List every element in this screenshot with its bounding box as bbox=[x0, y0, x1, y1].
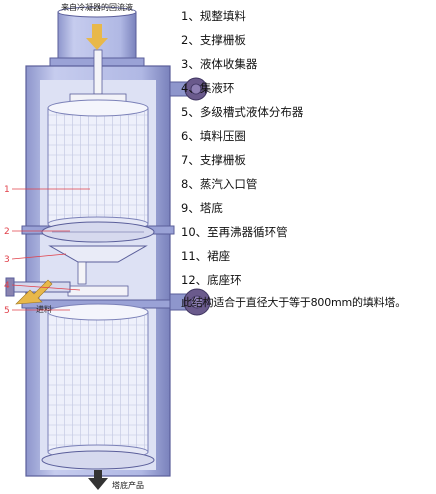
parts-legend: 1、规整填料 2、支撑栅板 3、液体收集器 4、集液环 5、多级槽式液体分布器 … bbox=[181, 4, 436, 292]
feed-label: 进料 bbox=[36, 304, 52, 314]
callout-5: 5 bbox=[4, 306, 70, 316]
redistributor-pipe bbox=[77, 261, 87, 285]
distributor-pipe bbox=[93, 49, 103, 95]
legend-item-11: 11、裙座 bbox=[181, 249, 231, 263]
legend-item-2: 2、支撑栅板 bbox=[181, 33, 246, 47]
legend-item-9: 9、塔底 bbox=[181, 201, 223, 215]
reflux-arrow-icon bbox=[86, 24, 108, 50]
legend-item-4: 4、集液环 bbox=[181, 81, 235, 95]
bottom-product-label: 塔底产品 bbox=[112, 480, 144, 490]
legend-item-12: 12、底座环 bbox=[181, 273, 242, 287]
bottom-product-arrow-icon bbox=[88, 470, 108, 490]
bottom-support-grid bbox=[41, 450, 155, 470]
upper-packing-bed bbox=[47, 107, 149, 225]
callout-4: 4 bbox=[4, 281, 81, 291]
redistributor-trough bbox=[67, 285, 129, 297]
liquid-collector bbox=[48, 245, 148, 263]
callout-3: 3 bbox=[4, 253, 67, 265]
legend-item-10: 10、至再沸器循环管 bbox=[181, 225, 288, 239]
svg-text:1: 1 bbox=[4, 185, 10, 195]
legend-item-6: 6、填料压圈 bbox=[181, 129, 246, 143]
feed-flange bbox=[5, 277, 15, 297]
svg-text:2: 2 bbox=[4, 227, 10, 237]
feed-arrow-icon bbox=[15, 279, 53, 305]
lower-packing-bed bbox=[47, 311, 149, 453]
reflux-label: 来自冷凝器的回流液 bbox=[61, 2, 133, 12]
legend-item-7: 7、支撑栅板 bbox=[181, 153, 246, 167]
callout-1: 1 bbox=[4, 185, 90, 195]
legend-item-8: 8、蒸汽入口管 bbox=[181, 177, 258, 191]
legend-item-5: 5、多级槽式液体分布器 bbox=[181, 105, 304, 119]
legend-note: 此结构适合于直径大于等于800mm的填料塔。 bbox=[181, 296, 407, 309]
legend-item-1: 1、规整填料 bbox=[181, 9, 246, 23]
svg-text:4: 4 bbox=[4, 281, 10, 291]
svg-text:5: 5 bbox=[4, 306, 10, 316]
legend-item-3: 3、液体收集器 bbox=[181, 57, 258, 71]
svg-text:3: 3 bbox=[4, 255, 10, 265]
callout-2: 2 bbox=[4, 227, 70, 237]
